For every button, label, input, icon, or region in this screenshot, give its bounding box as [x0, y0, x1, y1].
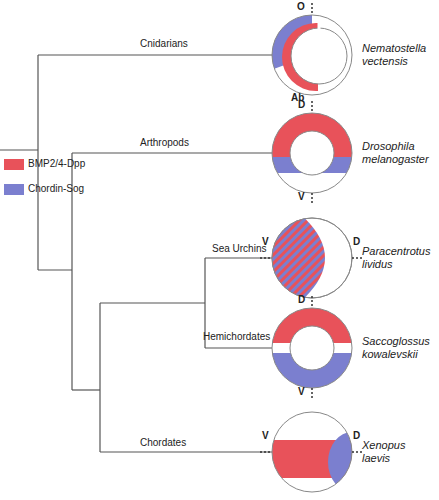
axis-letter: D: [353, 237, 360, 247]
axis-letter: V: [298, 192, 305, 202]
drosophila-embryo: [270, 101, 354, 205]
species-name: Saccoglossus kowalevskii: [362, 335, 436, 361]
species-name: Xenopus laevis: [362, 439, 436, 465]
clade-label: Chordates: [140, 437, 186, 449]
legend-text: BMP2/4-Dpp: [28, 158, 85, 170]
species-name: Drosophila melanogaster: [362, 140, 436, 166]
clade-label: Hemichordates: [203, 331, 270, 343]
legend-text: Chordin-Sog: [28, 183, 84, 195]
axis-letter: D: [353, 431, 360, 441]
clade-label: Arthropods: [140, 137, 189, 149]
axis-letter: V: [262, 237, 269, 247]
legend-swatch: [4, 184, 24, 195]
hemichordate-embryo: [270, 296, 354, 400]
axis-letter: D: [298, 100, 305, 110]
phylogenetic-tree: [0, 55, 272, 452]
clade-label: Cnidarians: [140, 38, 188, 50]
axis-letter: D: [298, 295, 305, 305]
sea-urchin-embryo: [260, 218, 364, 298]
clade-label: Sea Urchins: [212, 243, 266, 255]
nematostella-embryo: [272, 3, 352, 95]
axis-letter: O: [297, 2, 305, 12]
species-name: Paracentrotus lividus: [362, 245, 436, 271]
legend-swatch: [4, 159, 24, 170]
species-name: Nematostella vectensis: [362, 42, 436, 68]
xenopus-embryo: [260, 412, 376, 492]
axis-letter: V: [262, 431, 269, 441]
axis-letter: V: [298, 387, 305, 397]
